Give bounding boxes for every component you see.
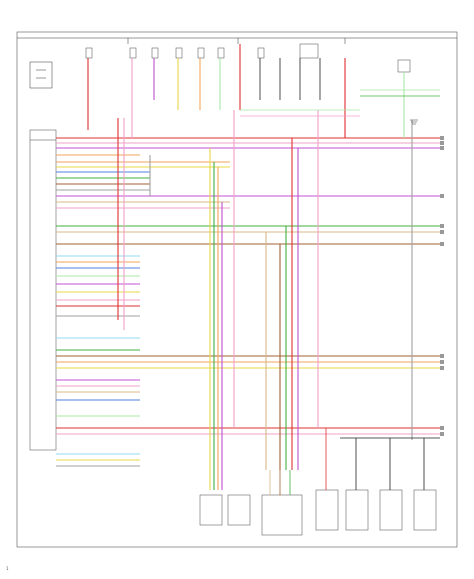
bottom-components <box>199 489 437 536</box>
fuse-block <box>85 43 411 73</box>
vertical-wires <box>87 44 413 490</box>
diagram-frame <box>16 31 458 548</box>
pcm-connector <box>29 129 57 451</box>
bottom-wires <box>269 428 440 495</box>
right-connectors <box>440 136 444 436</box>
power-bus-top <box>17 37 457 44</box>
pcm-harness-wires <box>56 137 440 467</box>
relay-area <box>240 58 440 117</box>
ignition-switch <box>29 61 53 89</box>
page-number: 1 <box>6 566 9 571</box>
ground-symbols <box>410 119 418 125</box>
